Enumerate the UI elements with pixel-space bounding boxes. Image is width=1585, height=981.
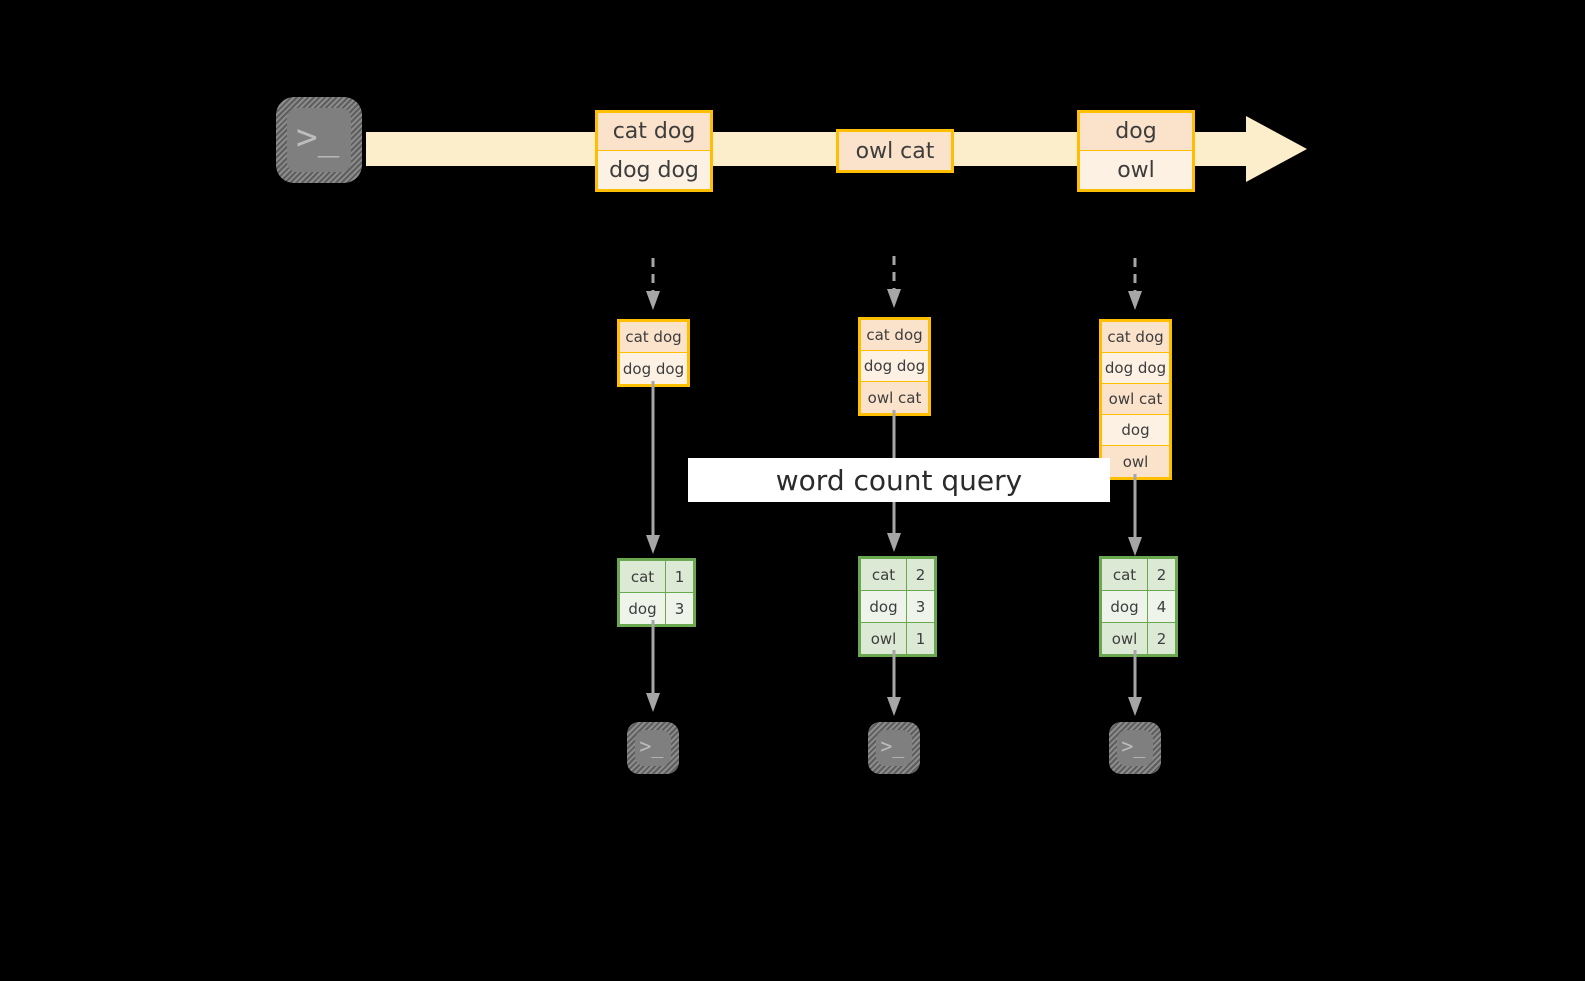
query-label-text: word count query: [775, 463, 1023, 497]
result-count: 2: [1148, 623, 1175, 654]
stream-event-line: owl: [1080, 151, 1192, 189]
result-word: cat: [620, 561, 666, 592]
accumulated-table-group-1: cat dog dog dog: [617, 319, 690, 387]
result-row: dog 4: [1102, 591, 1175, 623]
stream-event-line: dog dog: [598, 151, 710, 189]
accumulated-row: owl cat: [861, 382, 928, 413]
result-count: 3: [907, 591, 934, 622]
connector-stream-to-table-1: [645, 258, 661, 314]
accumulated-row: owl cat: [1102, 384, 1169, 415]
connector-stream-to-table-3: [1127, 258, 1143, 314]
connector-result-to-sink-3: [1127, 650, 1143, 720]
terminal-body: [635, 730, 671, 766]
stream-event-batch-1: cat dog dog dog: [595, 110, 713, 192]
result-word: owl: [861, 623, 907, 654]
accumulated-row: cat dog: [1102, 322, 1169, 353]
stream-event-line: dog: [1080, 113, 1192, 151]
terminal-prompt-glyph: >_: [1121, 733, 1146, 758]
result-table-group-1: cat 1 dog 3: [617, 558, 696, 627]
result-word: dog: [861, 591, 907, 622]
result-row: cat 2: [861, 559, 934, 591]
result-word: dog: [620, 593, 666, 624]
connector-result-to-sink-1: [645, 620, 661, 716]
result-count: 2: [1148, 559, 1175, 590]
connector-result-to-sink-2: [886, 650, 902, 720]
result-count: 1: [907, 623, 934, 654]
result-row: cat 1: [620, 561, 693, 593]
source-terminal-icon: >_: [276, 97, 362, 183]
result-count: 3: [666, 593, 693, 624]
result-word: cat: [861, 559, 907, 590]
accumulated-row: cat dog: [861, 320, 928, 351]
result-table-group-3: cat 2 dog 4 owl 2: [1099, 556, 1178, 657]
result-count: 4: [1148, 591, 1175, 622]
result-row: owl 2: [1102, 623, 1175, 654]
stream-event-line: cat dog: [598, 113, 710, 151]
sink-terminal-icon-group-2: >_: [868, 722, 920, 774]
result-table-group-2: cat 2 dog 3 owl 1: [858, 556, 937, 657]
result-count: 2: [907, 559, 934, 590]
terminal-body: [876, 730, 912, 766]
stream-event-batch-3: dog owl: [1077, 110, 1195, 192]
sink-terminal-icon-group-3: >_: [1109, 722, 1161, 774]
accumulated-row: dog dog: [861, 351, 928, 382]
result-count: 1: [666, 561, 693, 592]
result-row: cat 2: [1102, 559, 1175, 591]
accumulated-row: dog dog: [1102, 353, 1169, 384]
terminal-prompt-glyph: >_: [295, 116, 340, 158]
query-label: word count query: [688, 458, 1110, 502]
accumulated-table-group-3: cat dog dog dog owl cat dog owl: [1099, 319, 1172, 480]
terminal-body: [287, 108, 351, 172]
accumulated-row: dog dog: [620, 353, 687, 384]
result-word: owl: [1102, 623, 1148, 654]
result-word: cat: [1102, 559, 1148, 590]
stream-event-line: owl cat: [839, 132, 951, 170]
terminal-prompt-glyph: >_: [880, 733, 905, 758]
connector-table-to-result-1: [645, 381, 661, 558]
sink-terminal-icon-group-1: >_: [627, 722, 679, 774]
result-row: dog 3: [620, 593, 693, 624]
result-row: dog 3: [861, 591, 934, 623]
result-row: owl 1: [861, 623, 934, 654]
accumulated-row: dog: [1102, 415, 1169, 446]
accumulated-row: owl: [1102, 446, 1169, 477]
stream-event-batch-2: owl cat: [836, 129, 954, 173]
accumulated-table-group-2: cat dog dog dog owl cat: [858, 317, 931, 416]
result-word: dog: [1102, 591, 1148, 622]
terminal-prompt-glyph: >_: [639, 733, 664, 758]
connector-table-to-result-3: [1127, 474, 1143, 560]
terminal-body: [1117, 730, 1153, 766]
connector-stream-to-table-2: [886, 256, 902, 312]
accumulated-row: cat dog: [620, 322, 687, 353]
